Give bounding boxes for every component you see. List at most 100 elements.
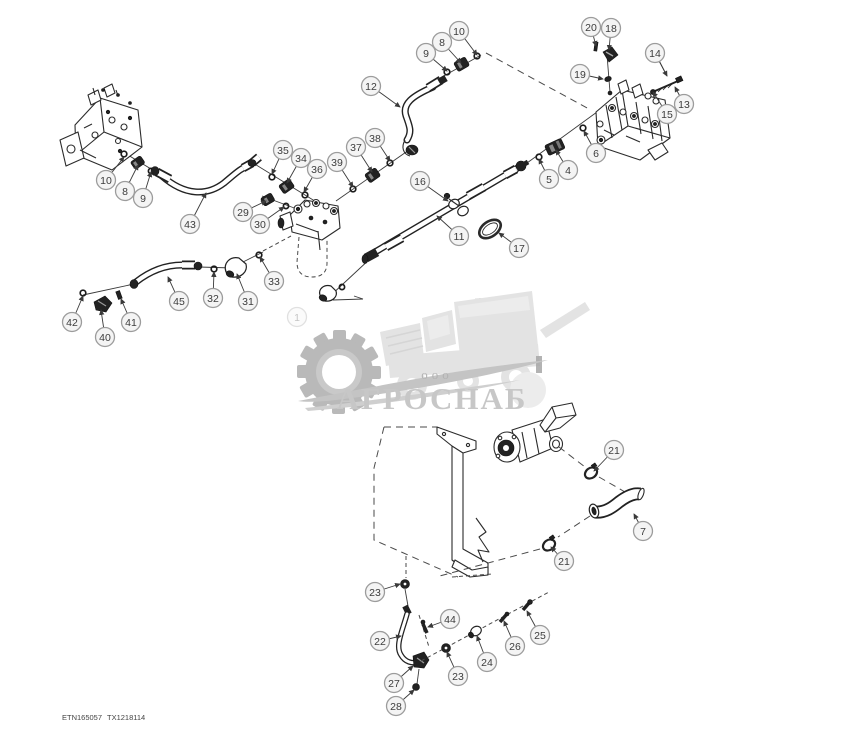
svg-text:9: 9 bbox=[140, 193, 146, 205]
callout-26-42: 26 bbox=[503, 620, 526, 657]
callout-24-43: 24 bbox=[476, 635, 498, 673]
callout-23-38: 23 bbox=[364, 581, 401, 603]
svg-text:37: 37 bbox=[350, 142, 362, 154]
callout-16-23: 16 bbox=[409, 170, 449, 202]
svg-text:35: 35 bbox=[277, 145, 289, 157]
svg-text:31: 31 bbox=[242, 296, 254, 308]
left-valve-assembly bbox=[59, 83, 143, 171]
callout-29-11: 29 bbox=[232, 200, 267, 223]
callout-9-20: 9 bbox=[415, 42, 448, 72]
callout-20-29: 20 bbox=[580, 16, 602, 47]
callout-21-37: 21 bbox=[550, 546, 575, 572]
callout-6-28: 6 bbox=[583, 130, 607, 164]
svg-text:45: 45 bbox=[173, 296, 185, 308]
footer-doc-code: ETN165057 bbox=[62, 713, 102, 722]
callout-17-25: 17 bbox=[498, 232, 530, 259]
hose-12-fittings bbox=[443, 52, 481, 76]
callout-42-4: 42 bbox=[61, 295, 84, 333]
footer: ETN165057 TX1218114 bbox=[62, 713, 145, 722]
svg-text:7: 7 bbox=[640, 526, 646, 538]
misc-marks bbox=[353, 295, 364, 300]
callout-13-34: 13 bbox=[673, 86, 695, 115]
svg-text:34: 34 bbox=[295, 153, 307, 165]
callout-22-40: 22 bbox=[369, 630, 402, 652]
svg-text:21: 21 bbox=[558, 556, 570, 568]
valve-top-fittings bbox=[593, 41, 619, 82]
svg-text:22: 22 bbox=[374, 636, 386, 648]
callout-41-6: 41 bbox=[120, 298, 142, 333]
svg-text:16: 16 bbox=[414, 176, 426, 188]
callout-1-47: 1 bbox=[286, 306, 308, 328]
svg-text:9: 9 bbox=[423, 48, 429, 60]
valve-side-bolt bbox=[650, 75, 684, 95]
svg-text:8: 8 bbox=[439, 37, 445, 49]
callout-27-45: 27 bbox=[383, 665, 414, 694]
svg-text:10: 10 bbox=[100, 175, 112, 187]
callout-8-1: 8 bbox=[114, 164, 139, 202]
tank-outline bbox=[373, 426, 493, 578]
callout-4-27: 4 bbox=[555, 149, 579, 181]
svg-text:8: 8 bbox=[122, 186, 128, 198]
svg-text:23: 23 bbox=[369, 587, 381, 599]
callout-19-31: 19 bbox=[569, 63, 604, 85]
svg-text:6: 6 bbox=[593, 148, 599, 160]
filter-assembly bbox=[277, 198, 341, 278]
svg-text:36: 36 bbox=[311, 164, 323, 176]
svg-text:29: 29 bbox=[237, 207, 249, 219]
callout-23-44: 23 bbox=[446, 651, 469, 687]
svg-text:11: 11 bbox=[454, 231, 465, 243]
callout-5-26: 5 bbox=[538, 158, 560, 190]
callout-21-35: 21 bbox=[593, 439, 625, 472]
hose-11 bbox=[361, 159, 530, 264]
svg-text:43: 43 bbox=[184, 219, 196, 231]
hose-45-assembly bbox=[79, 251, 263, 313]
svg-text:10: 10 bbox=[453, 26, 465, 38]
svg-text:30: 30 bbox=[254, 219, 266, 231]
svg-text:13: 13 bbox=[678, 99, 690, 111]
hose-22-assembly bbox=[395, 579, 550, 691]
left-valve-fittings bbox=[120, 150, 155, 175]
svg-text:19: 19 bbox=[574, 69, 586, 81]
svg-text:28: 28 bbox=[390, 701, 402, 713]
svg-text:26: 26 bbox=[509, 641, 521, 653]
callout-37-17: 37 bbox=[345, 136, 373, 173]
pump bbox=[493, 402, 577, 463]
callout-34-14: 34 bbox=[286, 147, 312, 184]
callout-33-10: 33 bbox=[259, 256, 285, 292]
svg-text:32: 32 bbox=[207, 293, 219, 305]
right-valve-assembly bbox=[595, 79, 671, 161]
clamp-16 bbox=[443, 192, 469, 217]
callout-7-36: 7 bbox=[632, 513, 654, 542]
callout-10-0: 10 bbox=[95, 156, 125, 191]
watermark-harvester-silhouette bbox=[380, 291, 590, 408]
svg-text:5: 5 bbox=[546, 174, 552, 186]
svg-text:24: 24 bbox=[481, 657, 493, 669]
callout-12-19: 12 bbox=[360, 75, 401, 108]
callout-9-2: 9 bbox=[132, 171, 154, 209]
watermark-ooo-text: ооо bbox=[421, 367, 453, 382]
svg-text:39: 39 bbox=[331, 157, 343, 169]
footer-drawing-code: TX1218114 bbox=[107, 713, 145, 722]
callout-14-32: 14 bbox=[644, 42, 668, 77]
svg-text:15: 15 bbox=[661, 109, 673, 121]
hose-12 bbox=[401, 74, 448, 157]
callout-32-8: 32 bbox=[202, 271, 224, 309]
svg-text:44: 44 bbox=[444, 614, 456, 626]
hose-7-assembly bbox=[435, 446, 645, 578]
svg-text:40: 40 bbox=[99, 332, 111, 344]
callout-44-39: 44 bbox=[427, 608, 461, 630]
callout-36-15: 36 bbox=[303, 158, 328, 193]
svg-text:25: 25 bbox=[534, 630, 546, 642]
callout-25-41: 25 bbox=[526, 610, 551, 646]
callout-35-13: 35 bbox=[271, 139, 294, 175]
callout-18-30: 18 bbox=[600, 17, 622, 51]
callout-11-24: 11 bbox=[436, 215, 470, 247]
callout-39-16: 39 bbox=[326, 151, 354, 188]
svg-text:18: 18 bbox=[605, 23, 617, 35]
svg-text:23: 23 bbox=[452, 671, 464, 683]
callout-43-3: 43 bbox=[179, 192, 207, 235]
hose-11-lower-fittings bbox=[318, 283, 346, 302]
svg-text:14: 14 bbox=[649, 48, 661, 60]
